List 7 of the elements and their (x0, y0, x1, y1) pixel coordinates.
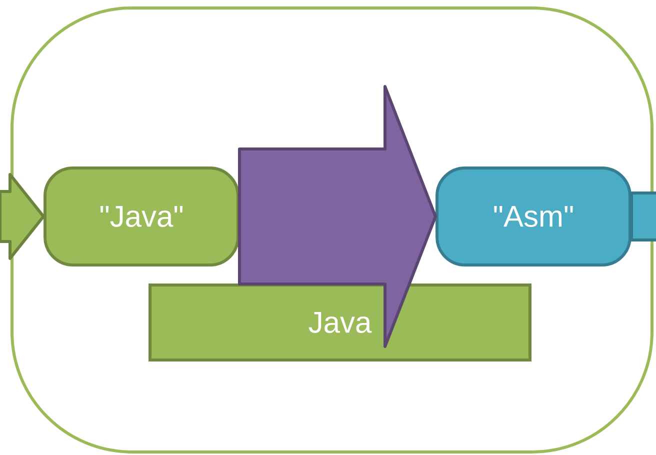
bar-box: Java (148, 284, 532, 362)
label-box: "Asm" (436, 166, 632, 266)
block-arrow (0, 173, 45, 260)
block-arrow (630, 192, 656, 242)
rounded-frame (10, 6, 654, 454)
block-arrow (238, 85, 437, 348)
label-box: "Java" (44, 166, 240, 266)
